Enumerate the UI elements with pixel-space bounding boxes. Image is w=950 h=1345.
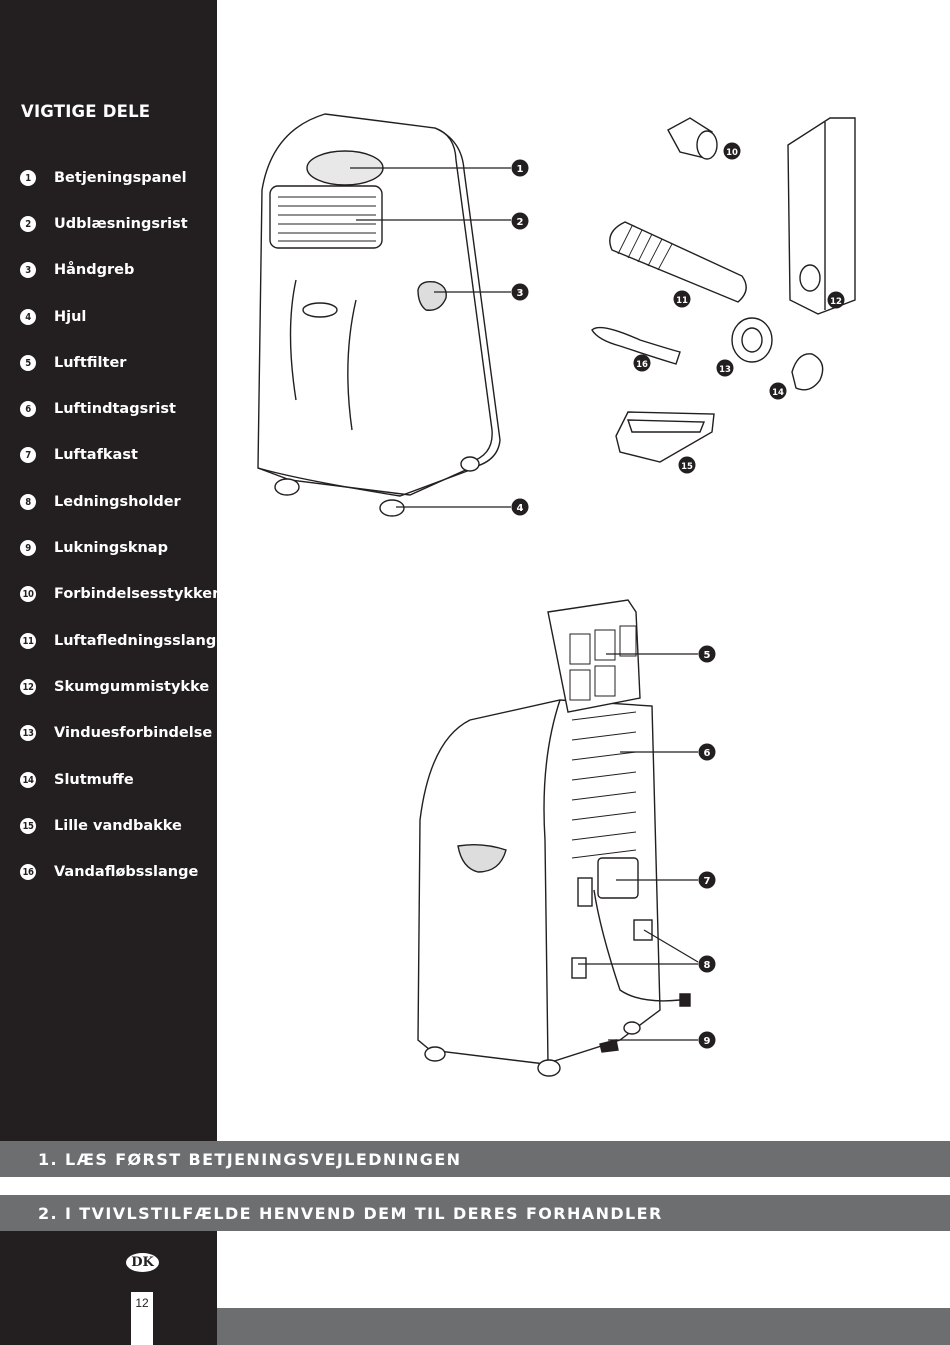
item-number-badge: 12 (20, 679, 36, 695)
item-number-badge: 9 (20, 540, 36, 556)
list-item: 10 Forbindelsesstykker (20, 583, 219, 605)
notice-banner-1: 1. LÆS FØRST BETJENINGSVEJLEDNINGEN (0, 1141, 950, 1177)
item-number-badge: 4 (20, 309, 36, 325)
svg-text:15: 15 (681, 462, 693, 472)
item-number-badge: 3 (20, 262, 36, 278)
svg-text:7: 7 (704, 876, 711, 887)
callout-11: 11 (673, 290, 691, 308)
item-label: Håndgreb (54, 262, 135, 278)
item-number-badge: 6 (20, 401, 36, 417)
list-item: 1 Betjeningspanel (20, 167, 187, 189)
footer-bar (217, 1308, 950, 1345)
list-item: 13 Vinduesforbindelse (20, 722, 212, 744)
svg-text:16: 16 (636, 360, 648, 370)
item-label: Vandafløbsslange (54, 864, 199, 880)
svg-text:10: 10 (726, 148, 738, 158)
accessories-drawing (591, 117, 856, 463)
front-unit-drawing (257, 113, 501, 517)
callout-4: 4 (511, 498, 529, 516)
item-label: Vinduesforbindelse (54, 725, 213, 741)
list-item: 9 Lukningsknap (20, 537, 168, 559)
item-number-badge: 7 (20, 447, 36, 463)
callout-14: 14 (769, 382, 787, 400)
callout-6: 6 (698, 743, 716, 761)
list-item: 11 Luftafledningsslange (20, 630, 226, 652)
svg-text:4: 4 (517, 503, 524, 514)
list-item: 12 Skumgummistykke (20, 676, 209, 698)
list-item: 7 Luftafkast (20, 444, 138, 466)
callout-1: 1 (511, 159, 529, 177)
callout-7: 7 (698, 871, 716, 889)
country-badge: DK (126, 1253, 159, 1272)
back-unit-drawing (417, 599, 691, 1077)
list-item: 16 Vandafløbsslange (20, 861, 198, 883)
item-label: Luftafledningsslange (54, 633, 227, 649)
item-label: Udblæsningsrist (54, 216, 188, 232)
item-number-badge: 15 (20, 818, 36, 834)
item-label: Luftafkast (54, 447, 138, 463)
list-item: 3 Håndgreb (20, 259, 134, 281)
sidebar: VIGTIGE DELE 1 Betjeningspanel 2 Udblæsnin… (0, 0, 226, 1345)
svg-text:12: 12 (830, 297, 842, 307)
list-item: 6 Luftindtagsrist (20, 398, 176, 420)
notice-text-2: 2. I TVIVLSTILFÆLDE HENVEND DEM TIL DERE… (38, 1203, 663, 1223)
item-number-badge: 1 (20, 170, 36, 186)
item-number-badge: 2 (20, 216, 36, 232)
callout-9: 9 (698, 1031, 716, 1049)
svg-text:13: 13 (719, 365, 731, 375)
svg-text:8: 8 (704, 960, 711, 971)
parts-illustration: 1 2 3 4 5 6 7 8 9 10 11 12 13 14 15 16 (257, 113, 856, 1077)
svg-text:2: 2 (517, 217, 524, 228)
item-label: Skumgummistykke (54, 679, 210, 695)
item-number-badge: 8 (20, 494, 36, 510)
svg-text:1: 1 (517, 164, 524, 175)
svg-text:14: 14 (772, 388, 784, 398)
svg-text:5: 5 (704, 650, 711, 661)
item-label: Betjeningspanel (54, 170, 187, 186)
page-number-tab: 12 (131, 1292, 153, 1345)
svg-text:6: 6 (704, 748, 711, 759)
item-number-badge: 5 (20, 355, 36, 371)
callout-12: 12 (827, 291, 845, 309)
item-label: Luftfilter (54, 355, 127, 371)
callout-16: 16 (633, 354, 651, 372)
item-label: Ledningsholder (54, 494, 181, 510)
notice-text-1: 1. LÆS FØRST BETJENINGSVEJLEDNINGEN (38, 1149, 462, 1169)
item-label: Slutmuffe (54, 772, 134, 788)
item-number-badge: 16 (20, 864, 36, 880)
callout-3: 3 (511, 283, 529, 301)
callout-5: 5 (698, 645, 716, 663)
item-number-badge: 14 (20, 772, 36, 788)
section-title: VIGTIGE DELE (21, 102, 151, 121)
list-item: 14 Slutmuffe (20, 769, 134, 791)
svg-text:9: 9 (704, 1036, 711, 1047)
item-label: Hjul (54, 309, 87, 325)
notice-banner-2: 2. I TVIVLSTILFÆLDE HENVEND DEM TIL DERE… (0, 1195, 950, 1231)
callout-2: 2 (511, 212, 529, 230)
leader-lines (350, 167, 699, 1041)
item-number-badge: 10 (20, 586, 36, 602)
list-item: 2 Udblæsningsrist (20, 213, 188, 235)
callout-15: 15 (678, 456, 696, 474)
callout-8: 8 (698, 955, 716, 973)
item-label: Lille vandbakke (54, 818, 182, 834)
item-label: Forbindelsesstykker (54, 586, 220, 602)
callout-13: 13 (716, 359, 734, 377)
list-item: 4 Hjul (20, 306, 86, 328)
item-number-badge: 11 (20, 633, 36, 649)
item-number-badge: 13 (20, 725, 36, 741)
list-item: 8 Ledningsholder (20, 491, 181, 513)
svg-text:11: 11 (676, 296, 688, 306)
list-item: 15 Lille vandbakke (20, 815, 182, 837)
item-label: Luftindtagsrist (54, 401, 176, 417)
page-number: 12 (135, 1296, 149, 1310)
item-label: Lukningsknap (54, 540, 168, 556)
intake-grille (571, 711, 637, 859)
svg-text:3: 3 (517, 288, 524, 299)
callout-markers: 1 2 3 4 5 6 7 8 9 10 11 12 13 14 15 16 (511, 142, 845, 1049)
band-separator (0, 1177, 950, 1195)
list-item: 5 Luftfilter (20, 352, 126, 374)
callout-10: 10 (723, 142, 741, 160)
